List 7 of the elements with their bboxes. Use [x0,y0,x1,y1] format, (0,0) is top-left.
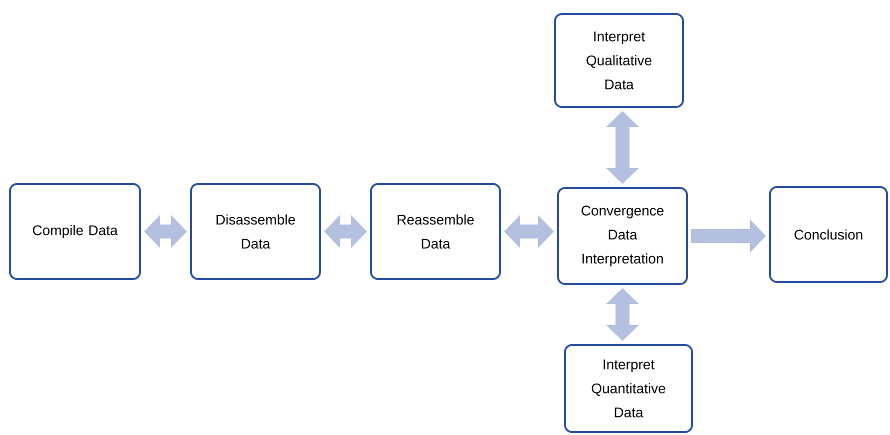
process-box: Disassemble Data [190,183,321,280]
process-box: Interpret Quantitative Data [564,344,693,433]
process-box: Interpret Qualitative Data [554,13,684,108]
process-box: Convergence Data Interpretation [557,187,688,285]
process-box: Reassemble Data [370,183,501,280]
process-box: Compile Data [9,183,142,280]
process-box: Conclusion [769,186,888,283]
